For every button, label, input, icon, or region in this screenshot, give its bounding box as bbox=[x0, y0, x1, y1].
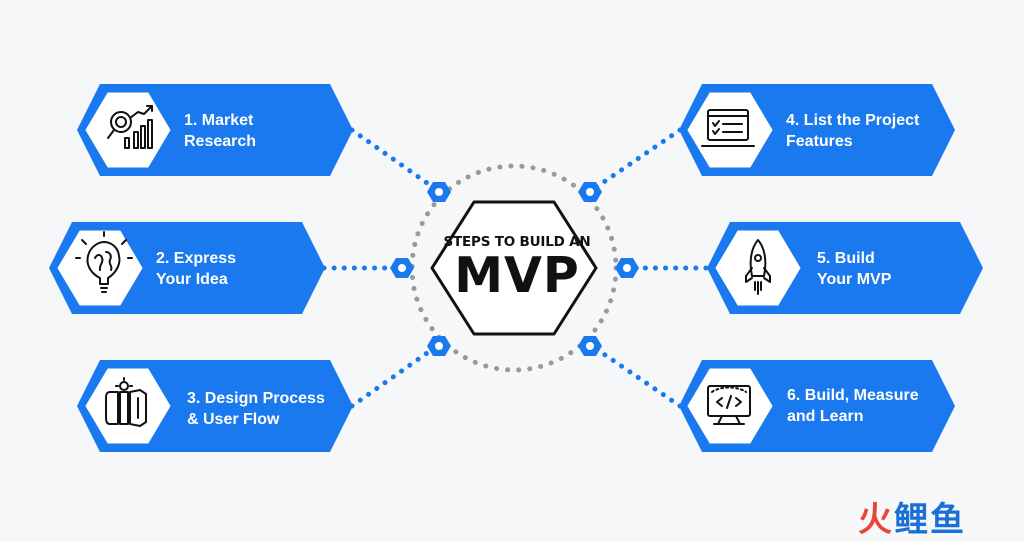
step-3-line1: 3. Design Process bbox=[187, 390, 325, 407]
center-title: STEPS TO BUILD AN bbox=[443, 234, 591, 250]
idea-bulb-icon bbox=[75, 231, 133, 293]
step-5-label: 5. Build Your MVP bbox=[817, 248, 891, 290]
step-5-line1: 5. Build bbox=[817, 250, 875, 267]
node-5 bbox=[615, 258, 639, 278]
design-process-icon bbox=[105, 377, 147, 427]
center-mvp-label: MVP bbox=[454, 247, 580, 304]
step-6-line2: and Learn bbox=[787, 408, 864, 425]
step-4-label: 4. List the Project Features bbox=[786, 110, 919, 152]
step-2-line2: Your Idea bbox=[156, 271, 228, 288]
code-monitor-icon bbox=[707, 385, 751, 425]
feature-list-icon bbox=[701, 109, 755, 147]
node-3 bbox=[427, 336, 451, 356]
watermark-logo: 火鲤鱼 bbox=[858, 492, 966, 541]
step-2-label: 2. Express Your Idea bbox=[156, 248, 236, 290]
connector-lines bbox=[321, 127, 709, 409]
node-4 bbox=[578, 182, 602, 202]
step-1-label: 1. Market Research bbox=[184, 110, 256, 152]
step-4-line1: 4. List the Project bbox=[786, 112, 920, 129]
step-3-line2: & User Flow bbox=[187, 411, 280, 428]
center-hexagon bbox=[430, 200, 598, 336]
rocket-icon bbox=[745, 239, 771, 295]
step-6-label: 6. Build, Measure and Learn bbox=[787, 385, 919, 427]
step-2-line1: 2. Express bbox=[156, 250, 237, 267]
market-research-icon bbox=[107, 105, 153, 149]
node-6 bbox=[578, 336, 602, 356]
step-3-label: 3. Design Process & User Flow bbox=[187, 388, 325, 430]
connector-nodes bbox=[390, 182, 639, 356]
step-4-line2: Features bbox=[786, 133, 853, 150]
step-5-line2: Your MVP bbox=[817, 271, 892, 288]
step-1-line1: 1. Market bbox=[184, 112, 254, 129]
node-2 bbox=[390, 258, 414, 278]
step-6-line1: 6. Build, Measure bbox=[787, 387, 919, 404]
watermark-part1: 火 bbox=[858, 500, 894, 540]
node-1 bbox=[427, 182, 451, 202]
step-1-line2: Research bbox=[184, 133, 257, 150]
watermark-part2: 鲤鱼 bbox=[894, 500, 966, 540]
